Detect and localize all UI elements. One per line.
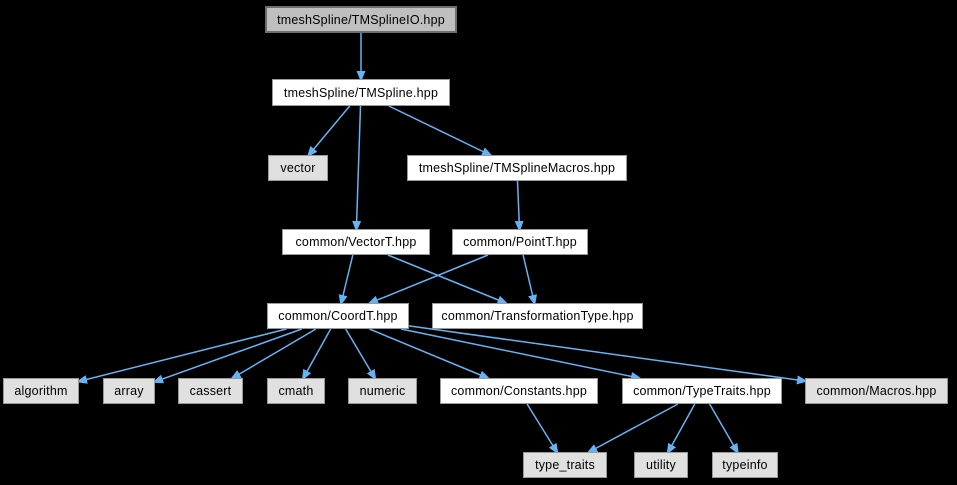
graph-node-constants[interactable]: common/Constants.hpp [440,378,598,404]
edge-tmspline-vectort [352,105,362,232]
edge-coordt-typetraits [400,328,642,381]
graph-node-vector: vector [268,155,328,181]
graph-node-array: array [103,378,155,404]
graph-node-cmath: cmath [267,378,325,404]
graph-node-vectort[interactable]: common/VectorT.hpp [282,229,430,255]
edge-typetraits-type_traits [586,403,679,454]
graph-node-utility: utility [634,452,688,478]
edge-coordt-numeric [345,328,377,381]
edge-pointt-coordt [367,254,489,305]
edge-typetraits-typeinfo [708,403,739,455]
graph-node-typetraits[interactable]: common/TypeTraits.hpp [622,378,782,404]
edge-coordt-cmath [301,328,332,381]
graph-node-pointt[interactable]: common/PointT.hpp [452,229,588,255]
graph-node-coordt[interactable]: common/CoordT.hpp [267,303,409,329]
graph-node-transform[interactable]: common/TransformationType.hpp [432,303,643,329]
graph-node-type_traits: type_traits [523,452,607,478]
edge-coordt-macros [408,325,808,385]
graph-node-algorithm: algorithm [3,378,79,404]
edge-tsmacros-pointt [514,180,524,232]
graph-node-cassert: cassert [178,378,243,404]
graph-node-tmspline[interactable]: tmeshSpline/TMSpline.hpp [272,79,450,106]
graph-node-tmsplineio: tmeshSpline/TMSplineIO.hpp [265,6,457,33]
edge-constants-type_traits [526,403,559,455]
edge-tmspline-vector [306,105,351,158]
edge-coordt-array [152,328,303,384]
edge-typetraits-utility [666,403,696,455]
edge-coordt-constants [369,328,491,380]
edge-tmspline-tsmacros [388,105,493,157]
graph-node-tsmacros[interactable]: tmeshSpline/TMSplineMacros.hpp [407,155,627,181]
edge-vectort-transform [387,254,509,305]
edge-vectort-coordt [338,254,354,306]
graph-node-macros: common/Macros.hpp [805,378,948,404]
edge-coordt-algorithm [76,328,287,384]
graph-node-typeinfo: typeinfo [712,452,778,478]
edge-coordt-cassert [230,328,317,380]
graph-node-numeric: numeric [348,378,417,404]
edge-pointt-transform [522,254,537,306]
